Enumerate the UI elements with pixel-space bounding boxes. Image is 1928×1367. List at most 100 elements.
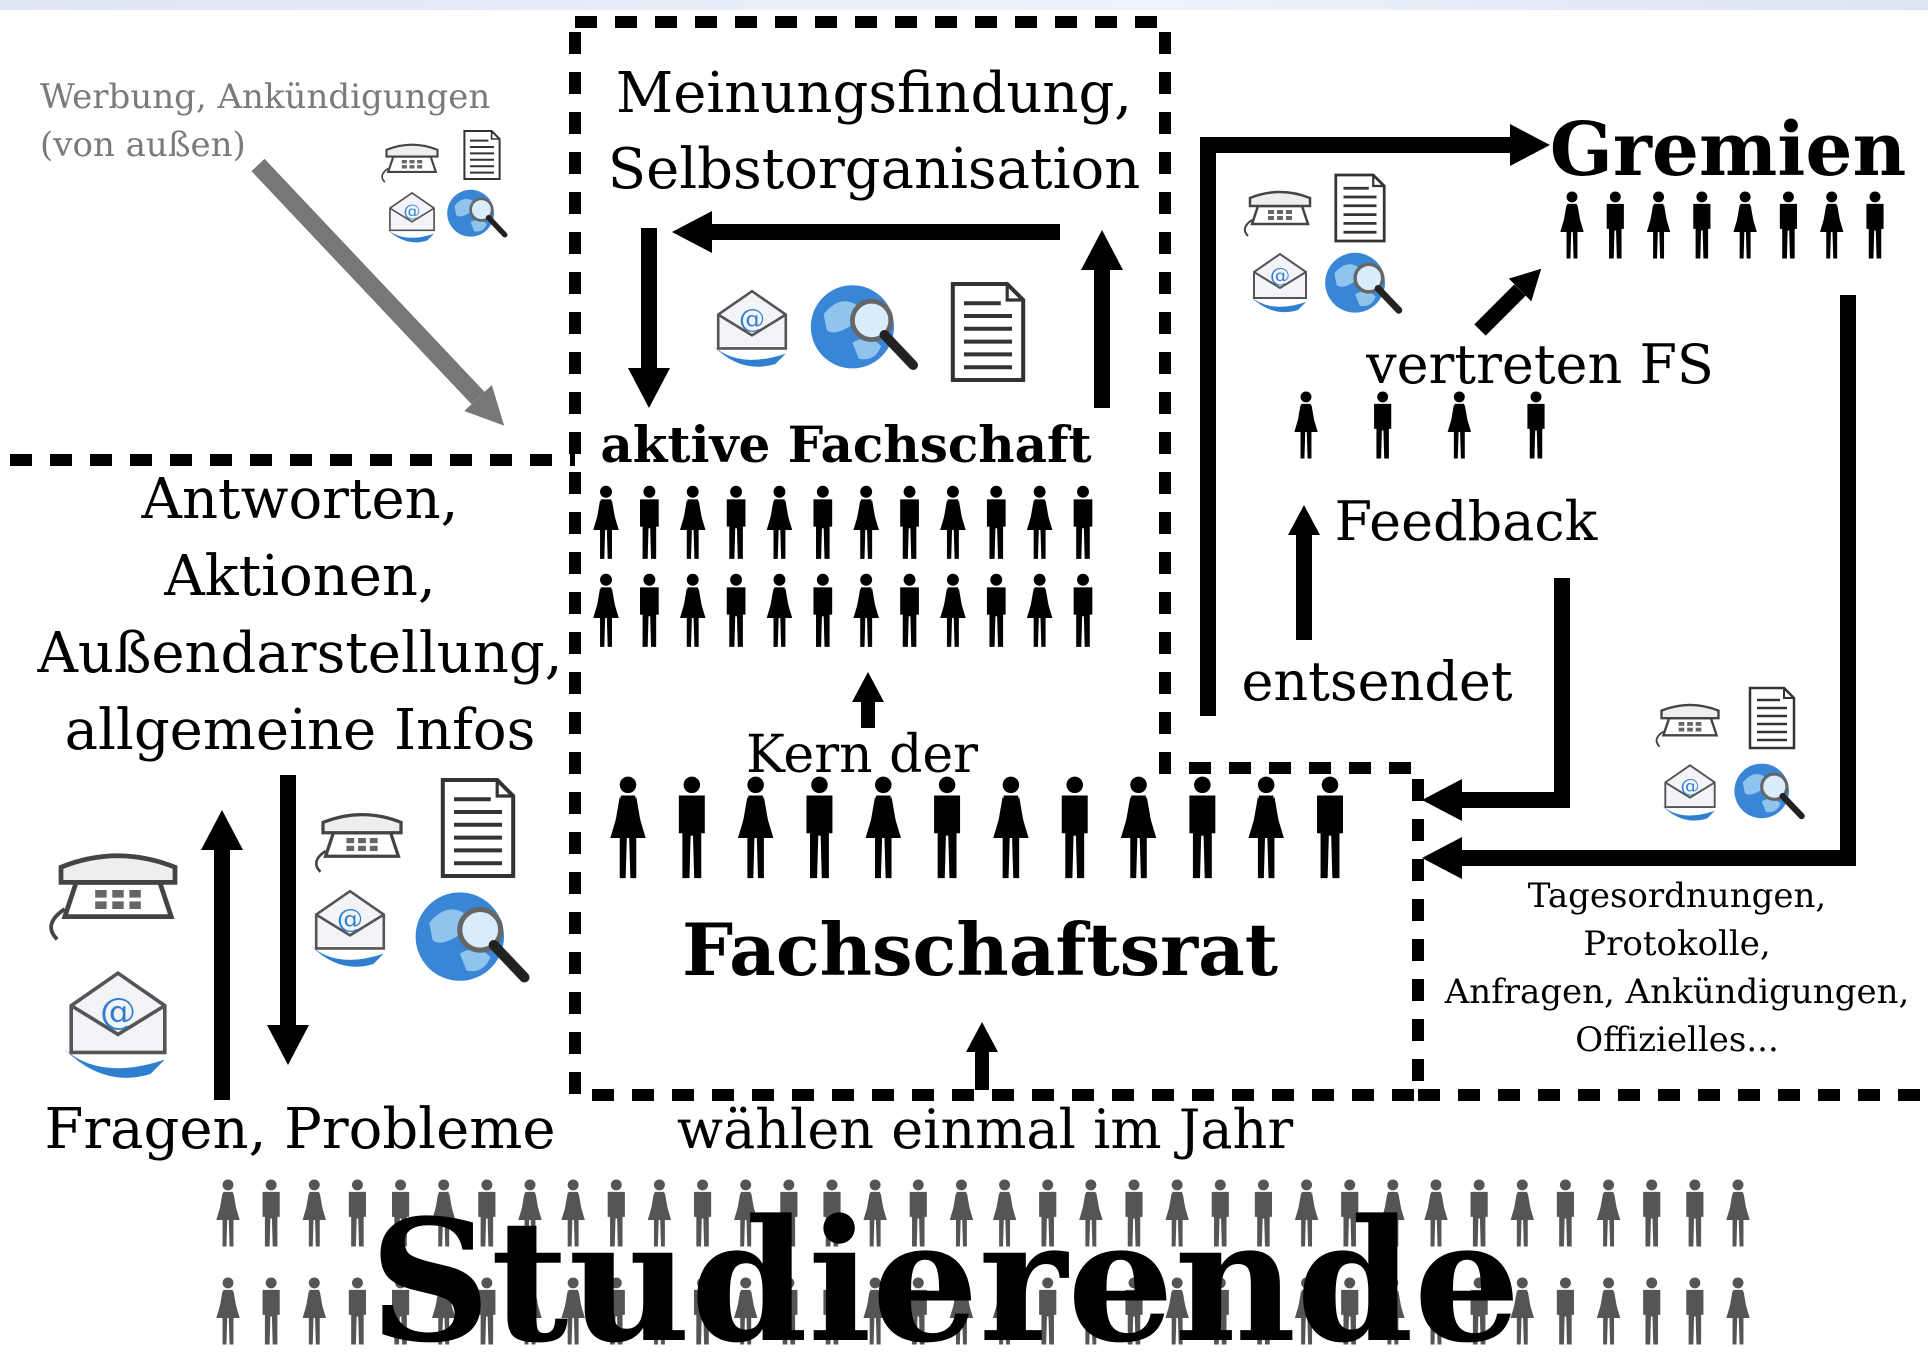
phone-icon (51, 856, 175, 940)
fachschaftsrat-woman-icon (610, 776, 646, 879)
fachschaftsrat-woman-icon (737, 776, 774, 879)
entsendet-label: entsendet (1241, 650, 1512, 713)
studierende-woman-icon (1726, 1277, 1750, 1345)
dashed-frames (10, 16, 1928, 1101)
document-icon (1748, 686, 1796, 750)
gremien-woman-icon (1560, 191, 1584, 259)
aktive-fachschaft-man-icon (1073, 485, 1093, 559)
aktive-fachschaft-woman-icon (853, 485, 879, 559)
icons-center (711, 284, 1023, 380)
meinung-label-line1: Meinungsfindung, (616, 61, 1132, 126)
studierende-man-icon (1686, 1277, 1704, 1345)
gremien-label: Gremien (1550, 107, 1907, 193)
delegate-woman-icon (1447, 391, 1472, 459)
external-label-line2: (von außen) (40, 125, 246, 165)
docs-label-line3: Anfragen, Ankündigungen, (1444, 972, 1910, 1012)
studierende-woman-icon (1596, 1277, 1621, 1345)
gremien-man-icon (1606, 191, 1624, 259)
gremien-woman-icon (1820, 191, 1844, 259)
aktive-fachschaft-man-icon (986, 573, 1006, 647)
globe-search-icon (1734, 764, 1801, 819)
studierende-man-icon (1556, 1277, 1575, 1345)
gremien-woman-icon (1646, 191, 1671, 259)
phone-icon (1243, 190, 1312, 238)
external-label-line1: Werbung, Ankündigungen (40, 77, 490, 117)
gremien-woman-icon (1733, 191, 1757, 259)
email-icon (309, 889, 386, 969)
phone-icon (1655, 703, 1720, 748)
docs-label-line2: Protokolle, (1583, 924, 1770, 964)
globe-search-icon (416, 892, 525, 980)
aktive-fachschaft-woman-icon (766, 573, 793, 647)
phone-icon (314, 812, 403, 874)
fachschaftsrat-woman-icon (1120, 776, 1157, 879)
docs-label-line1: Tagesordnungen, (1528, 876, 1826, 916)
globe-search-icon (811, 285, 913, 368)
docs-label-line4: Offizielles... (1575, 1020, 1779, 1060)
vertreten-arrow (1474, 268, 1542, 336)
fachschaftsrat-woman-icon (1248, 776, 1284, 879)
questions-label: Fragen, Probleme (45, 1097, 556, 1162)
aktive-fachschaft-man-icon (813, 573, 833, 647)
aktive-fachschaft-woman-icon (1026, 485, 1053, 559)
fachschaftsrat-woman-icon (993, 776, 1029, 879)
arrows (201, 124, 1856, 1100)
fachschaftsrat-man-icon (806, 776, 833, 879)
aktive-fachschaft-woman-icon (940, 485, 966, 559)
studierende-woman-icon (216, 1277, 240, 1345)
feedback-return-arrow (1422, 578, 1570, 821)
aktive-fachschaft-man-icon (900, 573, 919, 647)
feedback-label: Feedback (1335, 490, 1599, 553)
elect-label: wählen einmal im Jahr (677, 1098, 1293, 1161)
aktive-fachschaft-man-icon (900, 485, 919, 559)
aktive-fachschaft-woman-icon (1026, 573, 1053, 647)
aktive-fachschaft-man-icon (640, 485, 659, 559)
gremien-man-icon (1693, 191, 1711, 259)
responses-label-line3: Außendarstellung, (36, 621, 562, 686)
vertreten-label: vertreten FS (1365, 333, 1714, 396)
gremien-docs-arrow (1422, 295, 1856, 879)
icons-external (381, 129, 505, 244)
studierende-woman-icon (1596, 1179, 1621, 1247)
globe-search-icon (1325, 253, 1399, 313)
gremien-man-icon (1866, 191, 1884, 259)
document-icon (443, 780, 513, 876)
meinung-label-line2: Selbstorganisation (608, 137, 1141, 202)
studierende-man-icon (1643, 1277, 1661, 1345)
email-icon (1249, 253, 1307, 314)
aktive-fachschaft-man-icon (813, 485, 833, 559)
document-icon (953, 284, 1023, 380)
aktive-fachschaft-woman-icon (593, 485, 619, 559)
studierende-man-icon (1643, 1179, 1661, 1247)
external-input-arrow (251, 158, 505, 426)
studierende-woman-icon (302, 1277, 326, 1345)
fachschaftsrat-man-icon (678, 776, 705, 879)
studierende-man-icon (1556, 1179, 1575, 1247)
aktive-fachschaft-woman-icon (593, 573, 619, 647)
aktive-fachschaft-woman-icon (679, 485, 706, 559)
aktive-fachschaft-label: aktive Fachschaft (600, 415, 1091, 474)
aktive-fachschaft-man-icon (726, 573, 746, 647)
email-icon (62, 971, 167, 1080)
fachschaftsrat-man-icon (934, 776, 961, 879)
studierende-man-icon (262, 1179, 280, 1247)
studierende-man-icon (348, 1179, 367, 1247)
email-icon (1660, 764, 1716, 822)
fachschaftsrat-man-icon (1317, 776, 1343, 879)
aktive-fachschaft-woman-icon (679, 573, 706, 647)
delegate-woman-icon (1294, 391, 1318, 459)
kern-label: Kern der (746, 725, 978, 785)
aktive-fachschaft-woman-icon (853, 573, 879, 647)
aktive-fachschaft-woman-icon (940, 573, 966, 647)
labels: Werbung, Ankündigungen (von außen) Meinu… (36, 61, 1909, 1162)
fachschaftsrat-man-icon (1061, 776, 1088, 879)
aktive-fachschaft-man-icon (640, 573, 659, 647)
studierende-woman-icon (1726, 1179, 1750, 1247)
aktive-fachschaft-man-icon (986, 485, 1006, 559)
globe-search-icon (447, 190, 505, 237)
document-icon (463, 129, 501, 181)
studierende-man-icon (262, 1277, 280, 1345)
icons-right-top (1243, 173, 1399, 314)
studierende-woman-icon (216, 1179, 240, 1247)
